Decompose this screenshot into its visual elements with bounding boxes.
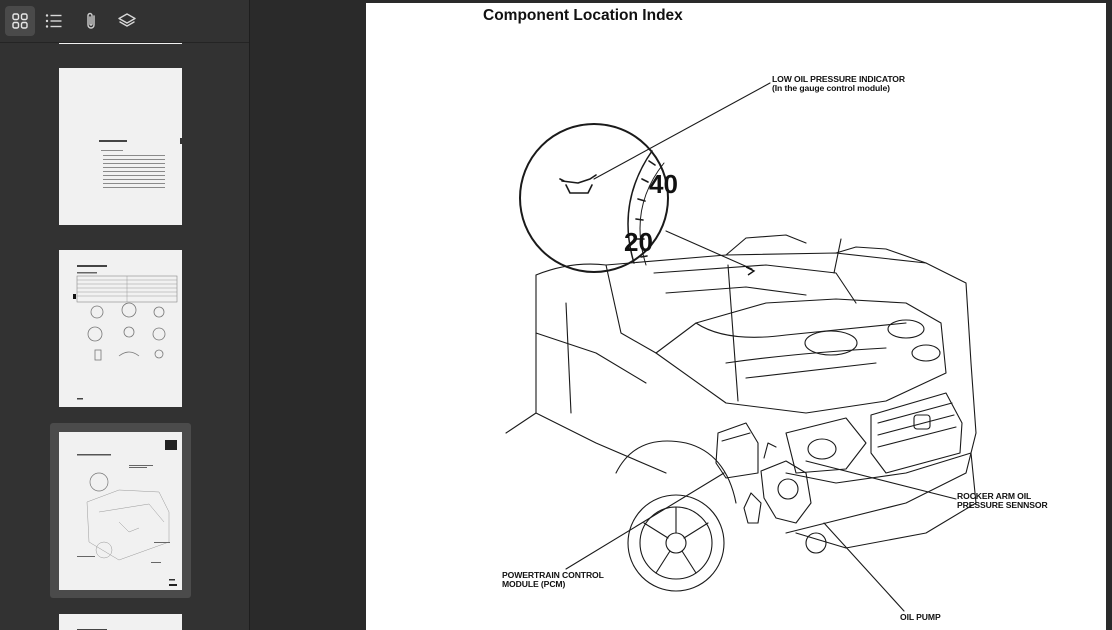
page-thumbnail[interactable] <box>50 250 191 407</box>
callout-powertrain-control-module: POWERTRAIN CONTROL MODULE (PCM) <box>502 570 604 589</box>
thumbnail-drawing <box>77 440 177 586</box>
thumbnails-view-button[interactable] <box>5 6 35 36</box>
callout-oil-pump: OIL PUMP <box>900 612 941 622</box>
thumbnail-image <box>59 250 182 407</box>
callout-rocker-arm-oil-pressure-sensor: ROCKER ARM OIL PRESSURE SENNSOR <box>957 491 1048 510</box>
thumbnail-drawing <box>73 265 178 400</box>
page-thumbnail-selected[interactable] <box>50 423 191 598</box>
attachments-view-button[interactable] <box>76 6 106 36</box>
sidebar-toolbar <box>0 0 249 43</box>
component-illustration: 40 20 <box>505 82 977 612</box>
gauge-number-40: 40 <box>649 169 678 199</box>
page-title: Component Location Index <box>483 7 683 24</box>
page-thumbnail[interactable] <box>50 68 191 225</box>
page-thumbnail[interactable] <box>50 43 191 45</box>
callout-low-oil-pressure-indicator: LOW OIL PRESSURE INDICATOR (In the gauge… <box>772 74 905 93</box>
document-viewer[interactable]: Component Location Index <box>250 0 1112 630</box>
document-page: Component Location Index <box>366 3 1106 630</box>
thumbnail-image <box>59 68 182 225</box>
thumbnail-sidebar <box>0 0 250 630</box>
thumbnail-image <box>59 432 182 590</box>
thumbnails-grid-icon <box>12 13 28 29</box>
outline-list-icon <box>45 14 62 28</box>
layers-icon <box>118 13 136 27</box>
gauge-number-20: 20 <box>624 227 653 257</box>
page-thumbnail[interactable] <box>50 614 191 630</box>
layers-view-button[interactable] <box>112 6 142 36</box>
thumbnail-image <box>59 614 182 630</box>
thumbnail-image <box>59 43 182 44</box>
outline-view-button[interactable] <box>39 6 69 36</box>
paperclip-icon <box>87 12 95 29</box>
